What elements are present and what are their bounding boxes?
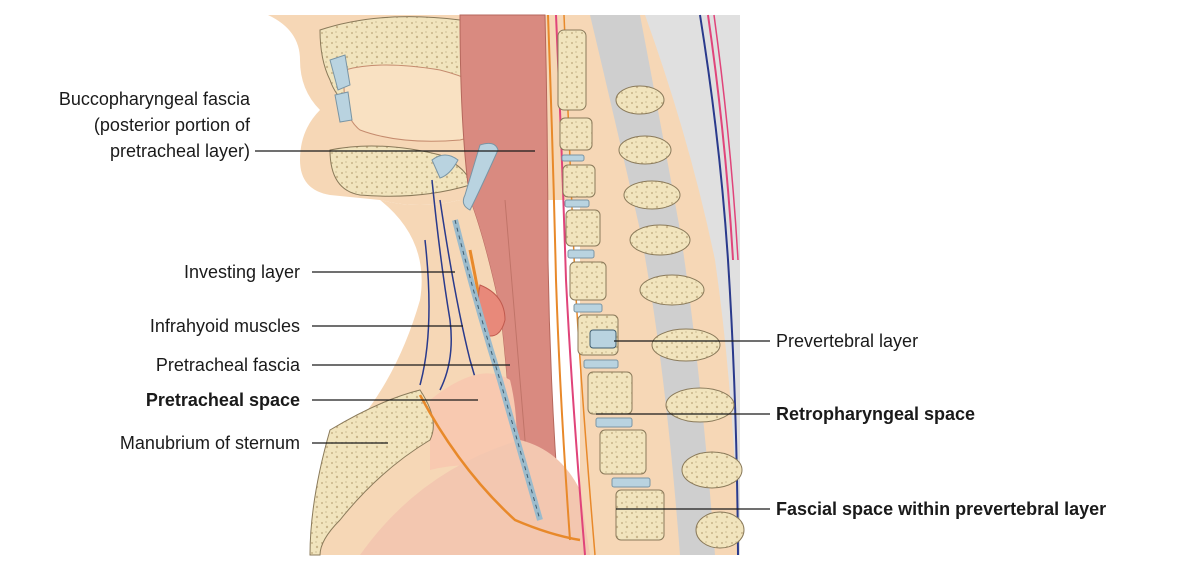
label-prevertebral-layer: Prevertebral layer — [776, 331, 919, 351]
label-buccopharyngeal-line2: (posterior portion of — [93, 115, 250, 135]
label-buccopharyngeal-fascia: Buccopharyngeal fascia (posterior portio… — [59, 86, 250, 164]
label-buccopharyngeal-line1: Buccopharyngeal fascia — [58, 89, 250, 109]
manubrium-bone — [309, 389, 434, 556]
leader-lines — [255, 150, 770, 510]
label-manubrium-of-sternum: Manubrium of sternum — [119, 433, 300, 453]
label-pretracheal-space: Pretracheal space — [145, 390, 300, 410]
label-pretracheal-fascia: Pretracheal fascia — [155, 355, 300, 375]
epiglottis — [462, 142, 499, 211]
label-investing-layer: Investing layer — [183, 262, 300, 282]
label-infrahyoid-muscles: Infrahyoid muscles — [149, 316, 300, 336]
anterior-neck-region — [309, 179, 590, 556]
label-fascial-space-within-prevertebral-layer: Fascial space within prevertebral layer — [776, 499, 1107, 519]
hyoid-cartilage — [431, 154, 459, 179]
label-retropharyngeal-space: Retropharyngeal space — [776, 404, 976, 424]
buccopharyngeal-fascia-line — [547, 14, 571, 541]
trachea — [431, 142, 543, 521]
label-buccopharyngeal-line3: pretracheal layer) — [109, 141, 250, 161]
vertebral-column — [557, 29, 745, 549]
